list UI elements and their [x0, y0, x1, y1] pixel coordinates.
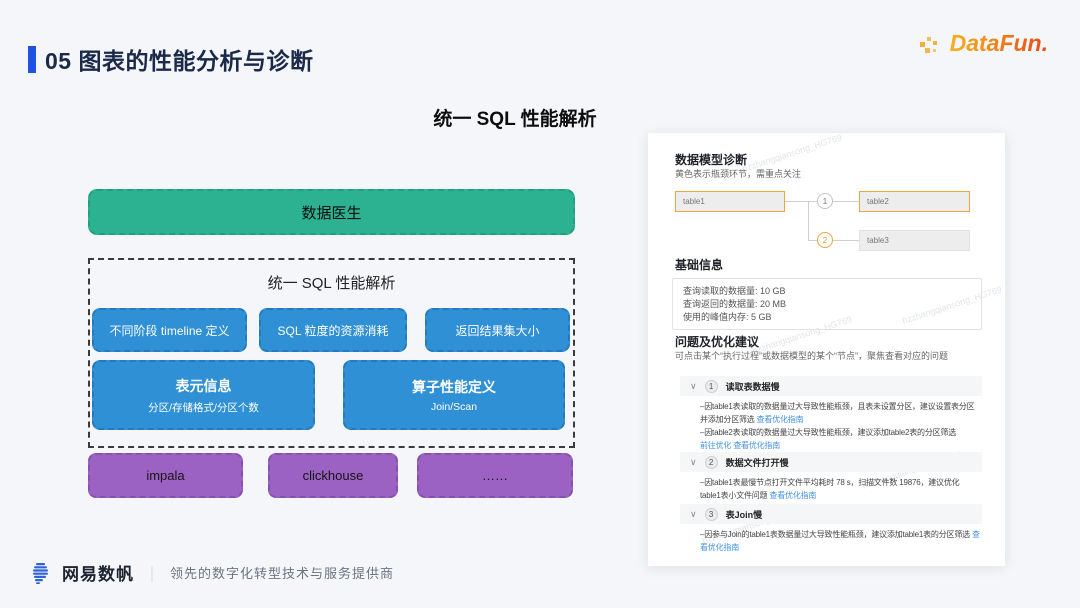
go-optimize-link[interactable]: 前往优化 [700, 441, 732, 450]
footer-tagline: 领先的数字化转型技术与服务提供商 [170, 566, 395, 581]
section-heading: 统一 SQL 性能解析 [433, 109, 597, 130]
edge-num-badge-2[interactable]: 2 [817, 232, 833, 248]
issue-text: –因table1表最慢节点打开文件平均耗时 78 s，扫描文件数 19876，建… [700, 478, 960, 500]
netease-shufan-logo-icon [33, 562, 48, 584]
datafun-pixel-decoration [920, 34, 940, 56]
edge-line [833, 201, 859, 202]
edge-line [785, 201, 817, 202]
basic-section-title: 基础信息 [675, 258, 724, 272]
diagram-box-label: impala [146, 468, 185, 483]
view-guide-link[interactable]: 查看优化指南 [756, 415, 804, 424]
info-row-return: 查询返回的数据量: 20 MB [683, 299, 787, 309]
diagram-box-operator-perf: 算子性能定义 Join/Scan [343, 360, 565, 430]
info-row-memory: 使用的峰值内存: 5 GB [683, 312, 772, 322]
issue-body-read-slow: –因table1表读取的数据量过大导致性能瓶颈，且表未设置分区，建议设置表分区并… [700, 400, 980, 452]
issues-section-subtitle: 可点击某个“执行过程”或数据模型的某个“节点”，聚焦查看对应的问题 [675, 351, 948, 361]
basic-info-box: 查询读取的数据量: 10 GB 查询返回的数据量: 20 MB 使用的峰值内存:… [672, 278, 982, 330]
edge-line [833, 240, 859, 241]
footer-divider: ｜ [144, 566, 161, 584]
node-table2[interactable]: table2 [859, 191, 970, 212]
diagram-box-title: 算子性能定义 [412, 379, 496, 395]
diagram-box-clickhouse: clickhouse [268, 453, 398, 498]
issues-section-title: 问题及优化建议 [675, 335, 760, 349]
issue-title: 数据文件打开慢 [725, 457, 789, 468]
page-title: 05 图表的性能分析与诊断 [45, 48, 314, 74]
issue-body-file-open-slow: –因table1表最慢节点打开文件平均耗时 78 s，扫描文件数 19876，建… [700, 476, 980, 502]
edge-line [808, 201, 809, 240]
diagram-box-subtitle: Join/Scan [430, 401, 478, 413]
diagram-box-label: …… [482, 468, 508, 483]
issue-header-read-slow[interactable]: ∨ 1 读取表数据慢 [680, 376, 982, 396]
edge-num-badge-1[interactable]: 1 [817, 193, 833, 209]
chevron-down-icon[interactable]: ∨ [690, 508, 697, 519]
view-guide-link[interactable]: 查看优化指南 [769, 491, 817, 500]
model-section-subtitle: 黄色表示瓶颈环节，需重点关注 [675, 169, 802, 179]
diagram-box-result-size: 返回结果集大小 [425, 308, 570, 352]
issue-text: –因参与Join的table1表数据量过大导致性能瓶颈，建议添加table1表的… [700, 530, 972, 539]
diagram-group-label: 统一 SQL 性能解析 [267, 275, 396, 292]
diagram-box-label: 返回结果集大小 [455, 323, 540, 338]
view-guide-link[interactable]: 查看优化指南 [733, 441, 781, 450]
diagram-box-ellipsis: …… [417, 453, 573, 498]
issue-number-badge: 2 [704, 455, 718, 469]
title-accent-bar [28, 46, 36, 73]
model-section-title: 数据模型诊断 [675, 153, 748, 167]
footer-logo-text: 网易数帆 [62, 565, 134, 584]
chevron-down-icon[interactable]: ∨ [690, 456, 697, 467]
footer: 网易数帆 ｜ 领先的数字化转型技术与服务提供商 [30, 560, 394, 585]
datafun-logo: DataFun. [949, 30, 1048, 56]
node-table1[interactable]: table1 [675, 191, 785, 212]
node-table3[interactable]: table3 [859, 230, 970, 251]
issue-title: 表Join慢 [725, 509, 763, 520]
diagram-box-subtitle: 分区/存储格式/分区个数 [148, 401, 259, 414]
issue-header-file-open-slow[interactable]: ∨ 2 数据文件打开慢 [680, 452, 982, 472]
edge-line [808, 240, 817, 241]
issue-header-join-slow[interactable]: ∨ 3 表Join慢 [680, 504, 982, 524]
diagram-box-data-doctor: 数据医生 [88, 189, 575, 235]
info-row-read: 查询读取的数据量: 10 GB [683, 286, 786, 296]
diagram-box-timeline: 不同阶段 timeline 定义 [92, 308, 247, 352]
diagram-box-table-meta: 表元信息 分区/存储格式/分区个数 [92, 360, 315, 430]
diagram-box-label: 不同阶段 timeline 定义 [109, 323, 230, 338]
issue-body-join-slow: –因参与Join的table1表数据量过大导致性能瓶颈，建议添加table1表的… [700, 528, 980, 554]
view-guide-link[interactable]: 查看优化指南 [700, 530, 980, 552]
diagram-box-sql-resource: SQL 粒度的资源消耗 [259, 308, 407, 352]
issue-number-badge: 3 [704, 507, 718, 521]
diagram-dashed-group [88, 258, 575, 448]
issue-text: –因table1表读取的数据量过大导致性能瓶颈，且表未设置分区，建议设置表分区并… [700, 402, 975, 424]
issue-title: 读取表数据慢 [725, 381, 780, 392]
chevron-down-icon[interactable]: ∨ [690, 380, 697, 391]
issue-number-badge: 1 [704, 379, 718, 393]
diagram-box-label: SQL 粒度的资源消耗 [277, 323, 389, 338]
diagram-box-title: 表元信息 [175, 377, 232, 394]
diagram-box-impala: impala [88, 453, 243, 498]
diagram-box-label: clickhouse [302, 468, 364, 483]
issue-text: –因table2表读取的数据量过大导致性能瓶颈，建议添加table2表的分区筛选 [700, 428, 957, 437]
